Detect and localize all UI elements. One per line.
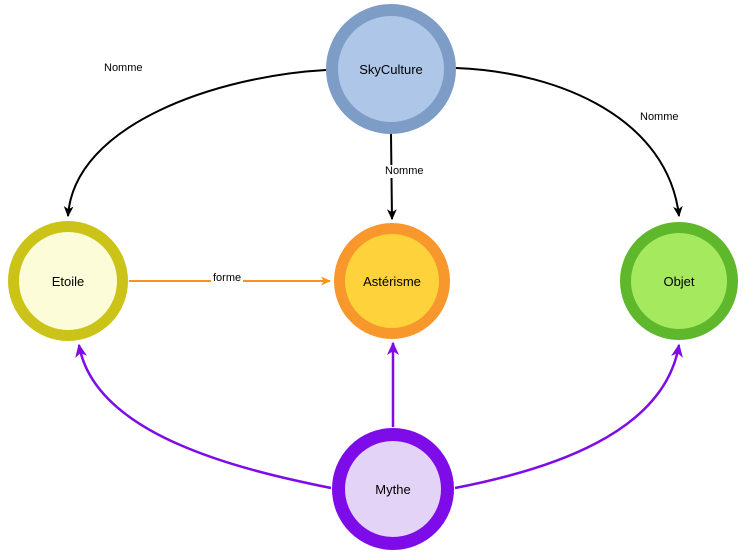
node-skyculture-label: SkyCulture xyxy=(359,61,423,77)
edge-skyculture-etoile xyxy=(63,69,327,218)
edge-mythe-etoile xyxy=(75,343,332,490)
node-skyculture: SkyCulture xyxy=(326,4,456,134)
edge-label-nomme-right: Nomme xyxy=(638,111,681,124)
node-asterisme: Astérisme xyxy=(334,223,450,339)
edge-mythe-objet xyxy=(454,343,683,490)
node-asterisme-label: Astérisme xyxy=(363,273,421,289)
edge-label-nomme-middle: Nomme xyxy=(383,165,426,178)
node-objet-label: Objet xyxy=(663,273,695,289)
node-objet: Objet xyxy=(620,222,738,340)
node-etoile-label: Etoile xyxy=(51,273,85,289)
node-etoile: Etoile xyxy=(8,221,128,341)
node-mythe: Mythe xyxy=(332,428,454,550)
edge-label-nomme-left: Nomme xyxy=(104,62,143,74)
edge-skyculture-objet xyxy=(455,67,683,218)
node-mythe-label: Mythe xyxy=(375,481,411,497)
edge-label-forme: forme xyxy=(211,272,244,285)
